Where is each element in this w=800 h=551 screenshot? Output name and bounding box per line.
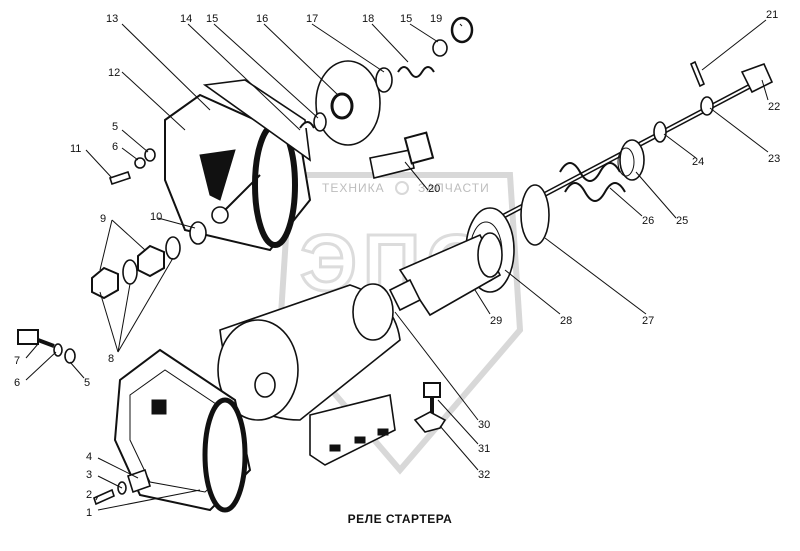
lower-fasteners	[17, 329, 76, 364]
callout-5-upper: 5	[112, 121, 118, 133]
callout-3: 3	[86, 469, 92, 481]
washer-5b	[64, 348, 76, 364]
callout-labels: 13 14 15 16 17 18 15 19 21 12 22 5 6 11 …	[14, 9, 780, 519]
gear-icon	[395, 181, 409, 195]
callout-12: 12	[108, 67, 120, 79]
leader-lines	[25, 19, 769, 511]
bolt-31	[423, 382, 441, 398]
callout-1: 1	[86, 507, 92, 519]
callout-15-second: 15	[400, 13, 412, 25]
cotter-pin-21	[689, 60, 706, 88]
spring-18	[397, 66, 435, 78]
callout-27: 27	[642, 315, 654, 327]
callout-2: 2	[86, 489, 92, 501]
screw-11	[108, 170, 132, 186]
callout-5-lower: 5	[84, 377, 90, 389]
callout-29: 29	[490, 315, 502, 327]
callout-11: 11	[70, 143, 81, 155]
callout-19: 19	[430, 13, 442, 25]
washer-6b	[53, 343, 63, 357]
callout-6-upper: 6	[112, 141, 118, 153]
callout-8: 8	[108, 353, 114, 365]
bottom-fasteners	[93, 468, 151, 506]
washer-23	[700, 96, 714, 116]
disk-27	[520, 184, 550, 246]
screw-2	[93, 488, 115, 506]
callout-31: 31	[478, 443, 490, 455]
front-cover-1	[113, 348, 252, 513]
nut-22	[740, 62, 774, 94]
callout-28: 28	[560, 315, 572, 327]
callout-10: 10	[150, 211, 162, 223]
parts-drawing	[17, 16, 774, 513]
callout-4: 4	[86, 451, 92, 463]
callout-15: 15	[206, 13, 218, 25]
callout-25: 25	[676, 215, 688, 227]
callout-13: 13	[106, 13, 118, 25]
relay-housing	[217, 283, 401, 466]
callout-30: 30	[478, 419, 490, 431]
callout-7: 7	[14, 355, 20, 367]
bottom-right-parts	[413, 382, 447, 433]
callout-32: 32	[478, 469, 490, 481]
washer-17	[375, 67, 393, 93]
callout-9: 9	[100, 213, 106, 225]
rear-cover-12	[164, 79, 312, 252]
callout-14: 14	[180, 13, 192, 25]
bolt-20	[369, 131, 435, 179]
callout-16: 16	[256, 13, 268, 25]
cup-25	[619, 139, 645, 181]
callout-21: 21	[766, 9, 778, 21]
bolt-7	[17, 329, 39, 345]
callout-6-lower: 6	[14, 377, 20, 389]
washer-15b	[432, 39, 448, 57]
nut-19	[450, 16, 474, 44]
bush-24	[653, 121, 667, 143]
washer-6a	[134, 157, 146, 169]
washer-10	[189, 221, 207, 245]
callout-23: 23	[768, 153, 780, 165]
diagram-caption: РЕЛЕ СТАРТЕРА	[347, 512, 453, 526]
contact-parts	[299, 16, 474, 146]
callout-20: 20	[428, 183, 440, 195]
clip-14	[299, 121, 315, 129]
callout-26: 26	[642, 215, 654, 227]
callout-24: 24	[692, 156, 704, 168]
callout-17: 17	[306, 13, 318, 25]
plunger-29	[388, 232, 503, 317]
spring-26	[559, 162, 621, 182]
callout-18: 18	[362, 13, 374, 25]
plate-32	[413, 411, 447, 433]
callout-22: 22	[768, 101, 780, 113]
watermark-text-right: ЗАПЧАСТИ	[418, 181, 490, 195]
watermark-text-left: ТЕХНИКА	[322, 181, 385, 195]
upper-fasteners	[108, 148, 156, 186]
